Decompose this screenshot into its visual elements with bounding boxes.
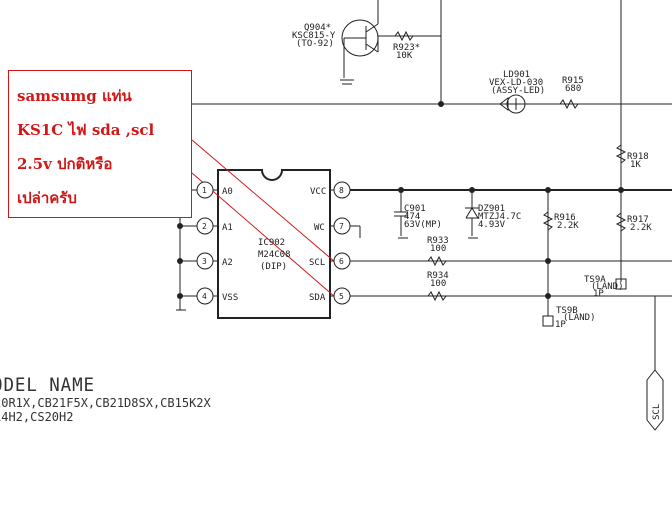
r915-value: 680 bbox=[565, 84, 581, 94]
ic-pin-label-wc: WC bbox=[314, 223, 325, 233]
r923-value: 10K bbox=[396, 51, 413, 61]
ic-pin-label-scl: SCL bbox=[309, 258, 325, 268]
ts9a-pins: 1P bbox=[593, 289, 604, 299]
ic-pin-label-a0: A0 bbox=[222, 187, 233, 197]
dz901-name: DZ901 bbox=[478, 204, 505, 214]
r916-name: R916 bbox=[554, 213, 576, 223]
ts9b-name: TS9B bbox=[556, 306, 578, 316]
model-line-1: 20R1X,CB21F5X,CB21D8SX,CB15K2X bbox=[0, 396, 211, 410]
ld901-note: (ASSY-LED) bbox=[491, 86, 545, 96]
ic-package: (DIP) bbox=[260, 262, 287, 272]
r915-name: R915 bbox=[562, 76, 584, 86]
ic-pin-num-5: 5 bbox=[339, 292, 344, 301]
ic-pin-num-3: 3 bbox=[202, 257, 207, 266]
r933-name: R933 bbox=[427, 236, 449, 246]
dz901-voltage: 4.93V bbox=[478, 220, 506, 230]
ic-pin-num-4: 4 bbox=[202, 292, 207, 301]
ic-pin-num-7: 7 bbox=[339, 222, 344, 231]
ic-pin-num-6: 6 bbox=[339, 257, 344, 266]
r917-name: R917 bbox=[627, 215, 649, 225]
ic-part: M24C08 bbox=[258, 250, 291, 260]
model-line-2: 14H2,CS20H2 bbox=[0, 410, 74, 424]
ts9b-type: (LAND) bbox=[563, 313, 596, 323]
ic-pin-label-a1: A1 bbox=[222, 223, 233, 233]
note-line-1: samsumg แท่น bbox=[17, 87, 132, 105]
model-name-block: ODEL NAME 20R1X,CB21F5X,CB21D8SX,CB15K2X… bbox=[0, 374, 330, 424]
ic-pin-label-sda: SDA bbox=[309, 293, 326, 303]
c901-rating: 63V(MP) bbox=[404, 220, 442, 230]
connector-label: SCL bbox=[652, 404, 662, 420]
q904-part: KSC815-Y bbox=[292, 31, 336, 41]
ts9a-type: (LAND) bbox=[591, 282, 624, 292]
r918-name: R918 bbox=[627, 152, 649, 162]
r923-name: R923* bbox=[393, 43, 420, 53]
ic-pin-label-vss: VSS bbox=[222, 293, 238, 303]
ld901-name: LD901 bbox=[503, 70, 530, 80]
model-title: ODEL NAME bbox=[0, 374, 95, 396]
q904-name: Q904* bbox=[304, 23, 331, 33]
ic-pin-num-2: 2 bbox=[202, 222, 207, 231]
r934-name: R934 bbox=[427, 271, 449, 281]
q904-package: (TO-92) bbox=[296, 39, 334, 49]
r916-value: 2.2K bbox=[557, 221, 579, 231]
ts9a-name: TS9A bbox=[584, 275, 606, 285]
ic-name: IC902 bbox=[258, 238, 285, 248]
r917-value: 2.2K bbox=[630, 223, 652, 233]
ic-pin-num-1: 1 bbox=[202, 186, 207, 195]
dz901-part: MTZJ4.7C bbox=[478, 212, 521, 222]
r918-value: 1K bbox=[630, 160, 641, 170]
c901-value: 474 bbox=[404, 212, 420, 222]
note-line-4: เปล่าครับ bbox=[17, 189, 77, 207]
note-line-2: KS1C ไฟ sda ,scl bbox=[17, 121, 155, 139]
ic-pin-num-8: 8 bbox=[339, 186, 344, 195]
r933-value: 100 bbox=[430, 244, 446, 254]
note-line-3: 2.5v ปกติหรือ bbox=[17, 155, 113, 173]
ic-pin-label-a2: A2 bbox=[222, 258, 233, 268]
annotation-note: samsumg แท่น KS1C ไฟ sda ,scl 2.5v ปกติห… bbox=[8, 70, 192, 218]
ts9b-pins: 1P bbox=[555, 320, 566, 330]
ld901-part: VEX-LD-030 bbox=[489, 78, 543, 88]
r934-value: 100 bbox=[430, 279, 446, 289]
c901-name: C901 bbox=[404, 204, 426, 214]
ic-pin-label-vcc: VCC bbox=[310, 187, 326, 197]
